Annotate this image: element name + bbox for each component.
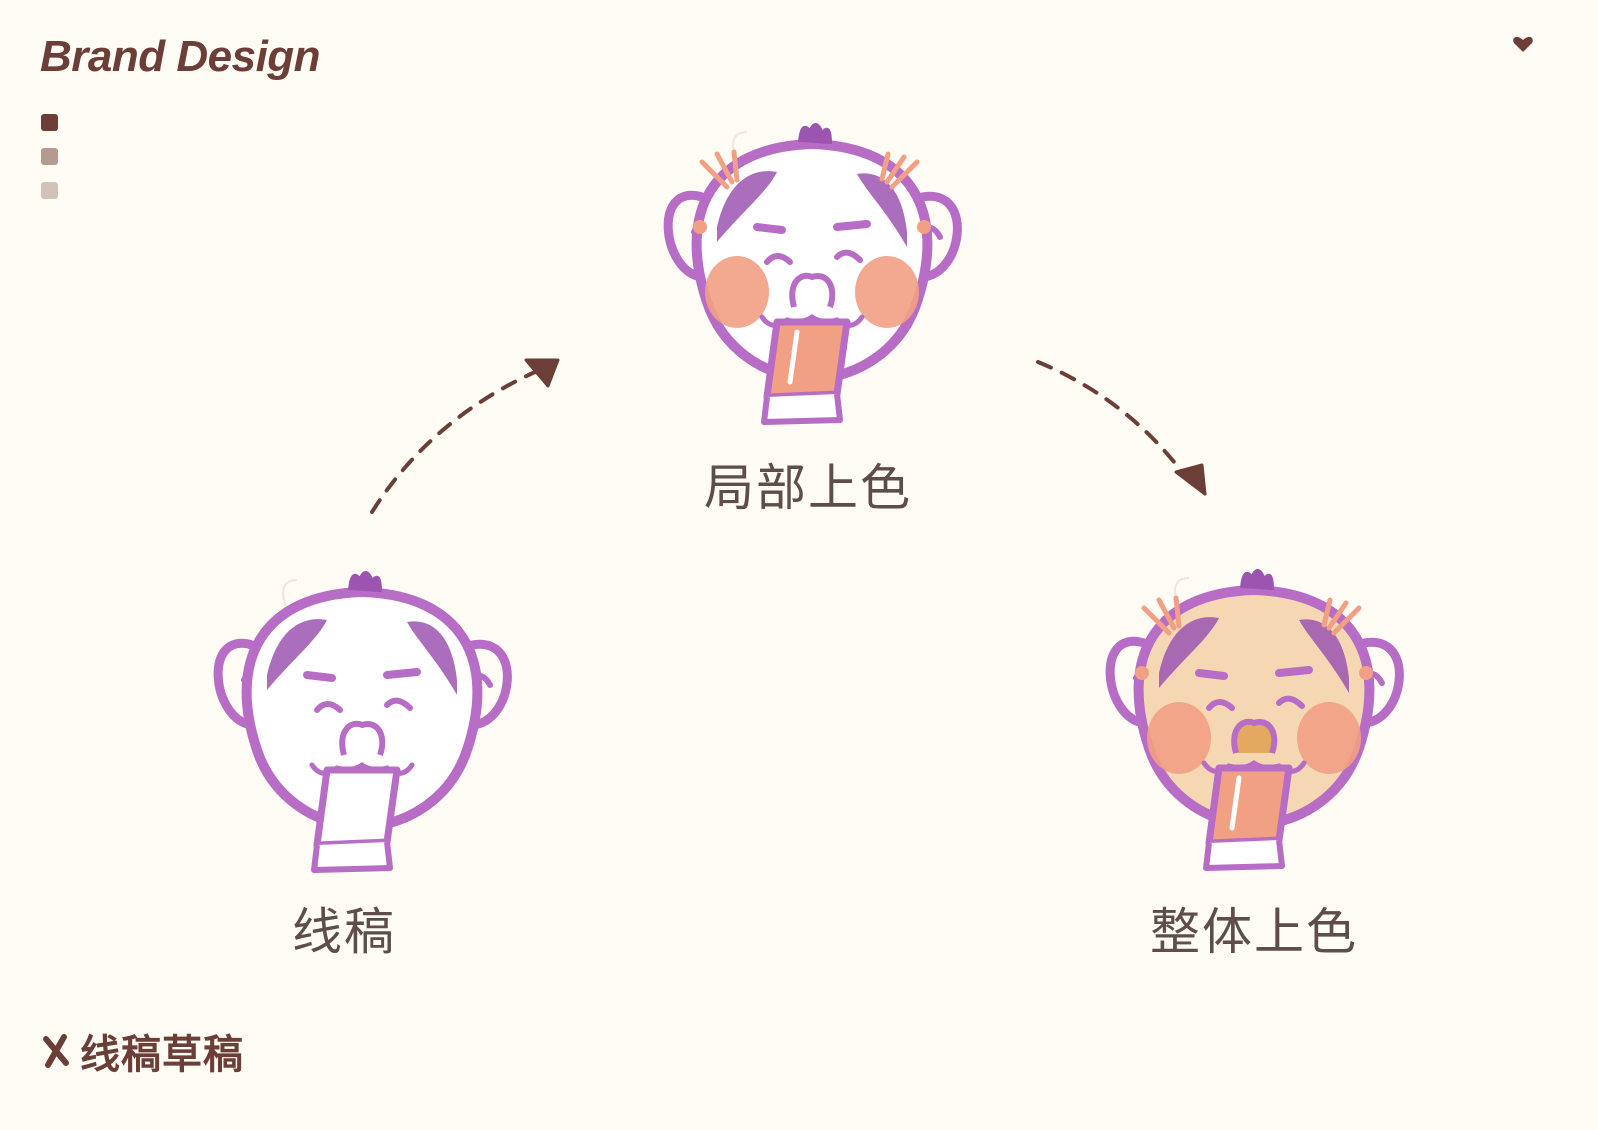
legend-dot-light bbox=[41, 182, 58, 199]
stage-label-line-art: 线稿 bbox=[292, 903, 396, 961]
arrow-to-full bbox=[1036, 360, 1207, 496]
legend-dots bbox=[41, 114, 58, 216]
page-title: Brand Design bbox=[40, 32, 321, 81]
footer: 线稿草稿 bbox=[40, 1022, 244, 1080]
legend-dot-dark bbox=[41, 114, 58, 131]
legend-dot-medium bbox=[41, 148, 58, 165]
stage-label-full-color: 整体上色 bbox=[1150, 903, 1358, 961]
arrow-to-partial bbox=[370, 358, 560, 514]
face-line-art bbox=[218, 573, 507, 870]
face-partial-color bbox=[668, 125, 957, 422]
x-icon bbox=[43, 1034, 69, 1068]
footer-text: 线稿草稿 bbox=[80, 1032, 244, 1078]
stage-label-partial-color: 局部上色 bbox=[704, 459, 912, 517]
face-full-color bbox=[1110, 571, 1399, 868]
heart-icon bbox=[1513, 36, 1533, 52]
